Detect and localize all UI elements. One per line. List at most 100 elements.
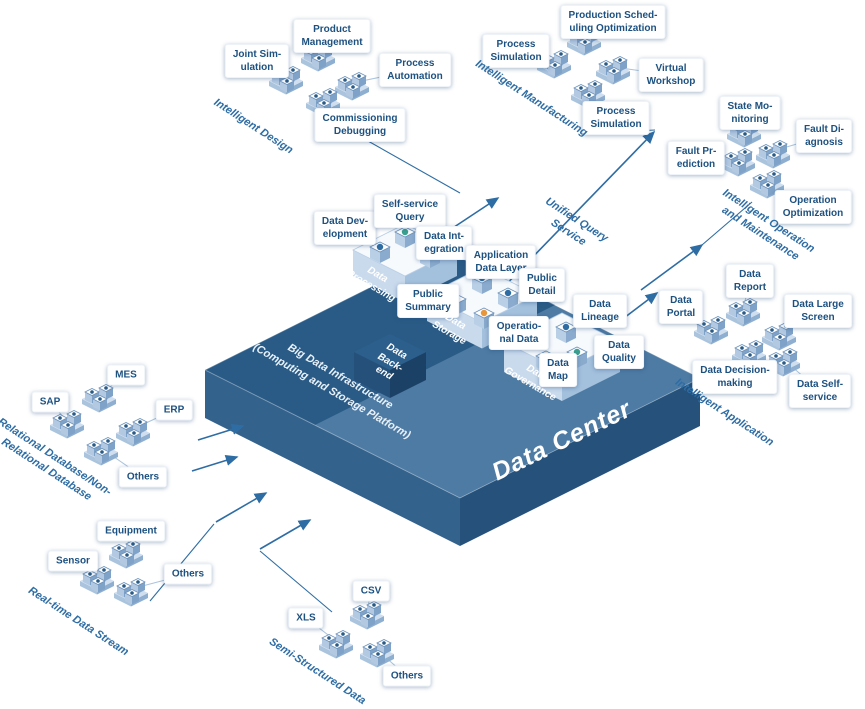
virtual-workshop-line: Virtual [655,63,687,74]
icon-data-self-service-cube [782,348,798,364]
semi-structured-arrow [259,519,312,550]
commissioning-debugging-line: Debugging [333,126,387,137]
icon-operation-optimization-dot [772,172,776,176]
icon-data-portal [694,316,728,345]
virtual-workshop-line: Workshop [646,76,696,87]
icon-data-portal-dot [710,329,714,333]
platform-title: Data Center [488,395,637,487]
icon-joint-simulation-dot [285,79,289,83]
data-report-line: Report [733,282,767,293]
public-summary-line: Summary [405,302,451,313]
icon-others-realtime-dot [136,580,140,584]
icon-sap [50,410,84,439]
icon-data-report [726,298,760,327]
production-scheduling-optimization-line: uling Optimization [569,23,657,34]
icon-mes-cube [92,395,108,411]
icon-others-database [84,437,118,466]
data-lineage-line: Data [589,299,611,310]
icon-csv-cube [360,612,376,628]
fault-diagnosis-line: Fault Di- [804,124,844,135]
realtime-data-stream: Real-time Data Stream [25,584,131,661]
icon-data-report-dot [748,300,752,304]
icon-xls-cube [329,641,345,657]
icon-data-decision-making-dot [740,346,744,350]
operational-data-line: nal Data [499,334,539,345]
public-detail-line: Public [526,273,558,284]
icon-virtual-workshop-dot [618,58,622,62]
icon-data-portal-dot [702,322,706,326]
database-arrow-2 [191,454,239,472]
icon-process-automation-cube [345,83,361,99]
realtime-data-stream-line: Real-time Data Stream [26,584,131,659]
fault-prediction-line: Fault Pr- [675,146,717,157]
icon-erp-cube [132,418,148,434]
intelligent-design-line: Intelligent Design [211,96,296,157]
icon-virtual-workshop-cube [606,67,622,83]
icon-data-report-cube [742,298,758,314]
icon-fault-diagnosis-dot [764,146,768,150]
icon-fault-prediction-dot [729,154,733,158]
icon-xls [319,630,353,659]
others-realtime-line: Others [171,568,205,580]
process-automation-line: Process [395,58,435,69]
cube-data-development [369,241,391,263]
icon-virtual-workshop-cube [612,56,628,72]
icon-equipment-dot [131,542,135,546]
semi-structured-data: Semi-Structured Data [266,635,369,709]
icon-operation-optimization-dot [766,183,770,187]
icon-data-report-cube [736,309,752,325]
icon-mes-dot [90,390,94,394]
icon-sensor-cube [96,566,112,582]
icon-joint-simulation-cube [279,77,295,93]
data-quality-line: Data [608,340,630,351]
sensor: Sensor [48,550,98,572]
data-backend-cube [354,334,426,398]
icon-process-simulation-1-dot [559,52,563,56]
data-self-service: Data Self-service [788,374,852,408]
icon-csv-dot [366,614,370,618]
operation-optimization-line: Optimization [782,208,844,219]
icon-fault-diagnosis-cube [772,140,788,156]
cube-operational-data-glyph [480,309,488,317]
icon-others-semi-dot [376,652,380,656]
intelligent-manufacturing-line: Intelligent Manufacturing [473,57,590,140]
icon-commissioning-debugging-dot [314,94,318,98]
data-integration-line: egration [424,244,464,255]
data-development: Data Dev-elopment [313,211,377,245]
icon-others-realtime-dot [130,591,134,595]
icon-process-automation-dot [343,78,347,82]
application-data-layer-line: Application [473,250,529,261]
icon-sensor [80,566,114,595]
icon-xls-cube [321,634,337,650]
others-semi-line: Others [390,670,424,682]
intelligent-manufacturing: Intelligent Manufacturing [472,57,590,141]
icon-fault-prediction-dot [737,161,741,165]
icon-fault-prediction-dot [743,150,747,154]
icon-xls-dot [327,636,331,640]
product-management-line: Product [313,24,351,35]
operational-data-line: Operatio- [496,321,542,332]
data-map-line: Map [548,371,568,382]
icon-others-semi-dot [368,645,372,649]
data-decision-making-line: Data Decision- [700,365,770,376]
icon-commissioning-debugging-dot [322,101,326,105]
erp: ERP [155,399,193,421]
icon-operation-optimization-cube [766,170,782,186]
fault-prediction-line: ediction [676,159,716,170]
icon-data-portal-dot [716,318,720,322]
icon-sensor-cube [90,577,106,593]
icon-process-simulation-2-dot [587,93,591,97]
intelligent-design: Intelligent Design [210,96,295,159]
others-database-line: Others [126,471,160,483]
icon-erp [116,418,150,447]
icon-data-self-service-dot [782,361,786,365]
icon-data-large-screen-cube [772,333,788,349]
data-decision-making-line: making [717,378,753,389]
platform-title-text: Data Center [487,394,636,487]
data-development-line: Data Dev- [321,216,369,227]
icon-others-realtime [114,578,148,607]
